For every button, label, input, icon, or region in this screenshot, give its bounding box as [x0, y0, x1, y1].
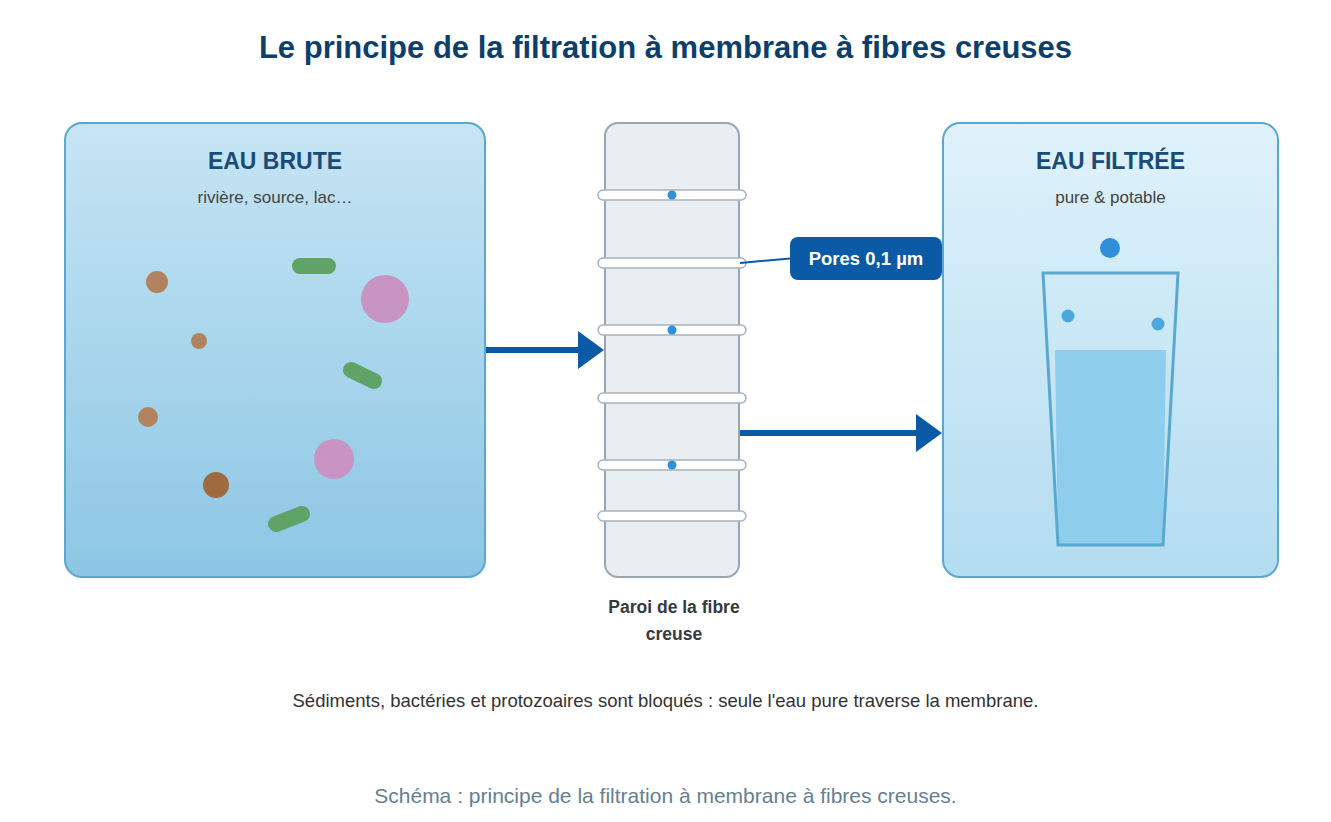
flow-arrow — [740, 414, 942, 452]
sediment — [191, 333, 207, 349]
water-drop — [668, 326, 677, 335]
raw-water-box: EAU BRUTE rivière, source, lac… — [64, 122, 486, 578]
water-drop — [668, 461, 677, 470]
pore-channel — [598, 258, 746, 268]
pores-callout: Pores 0,1 µm — [790, 237, 942, 280]
filtered-water-box: EAU FILTRÉE pure & potable — [942, 122, 1279, 578]
particles — [138, 266, 409, 524]
water-drop — [1100, 238, 1120, 258]
fiber-pores — [598, 190, 746, 521]
protozoan — [361, 275, 409, 323]
connector-line — [740, 259, 790, 263]
bacterium — [300, 258, 328, 274]
protozoan — [314, 439, 354, 479]
pores-text: Pores 0,1 µm — [809, 248, 924, 270]
glass — [1043, 238, 1178, 545]
bacterium — [276, 514, 302, 524]
water-drop — [1062, 310, 1075, 323]
pore-channel — [598, 393, 746, 403]
box-heading: EAU FILTRÉE — [944, 148, 1277, 175]
sediment — [203, 472, 229, 498]
bacterium — [351, 370, 374, 381]
pore-channel — [598, 460, 746, 470]
pore-channel — [598, 511, 746, 521]
pore-channel — [598, 325, 746, 335]
fiber-wall: Paroi de la fibre creuse — [604, 122, 740, 578]
connector-line — [486, 347, 580, 353]
water-drop — [1152, 318, 1165, 331]
box-subtitle: pure & potable — [944, 188, 1277, 208]
glass-water — [1055, 350, 1166, 545]
flow-arrow — [486, 331, 604, 369]
leader-line — [740, 259, 790, 263]
connector-line — [740, 430, 918, 436]
pore-channel — [598, 190, 746, 200]
arrow-head — [578, 331, 604, 369]
note-text: Sédiments, bactéries et protozoaires son… — [0, 690, 1331, 712]
glass-outline — [1043, 273, 1178, 545]
box-heading: EAU BRUTE — [66, 148, 484, 175]
box-subtitle: rivière, source, lac… — [66, 188, 484, 208]
sediment — [138, 407, 158, 427]
diagram-title: Le principe de la filtration à membrane … — [0, 30, 1331, 66]
water-drop — [668, 191, 677, 200]
wall-label: Paroi de la fibre creuse — [586, 594, 762, 648]
caption-text: Schéma : principe de la filtration à mem… — [0, 784, 1331, 808]
sediment — [146, 271, 168, 293]
arrow-head — [916, 414, 942, 452]
